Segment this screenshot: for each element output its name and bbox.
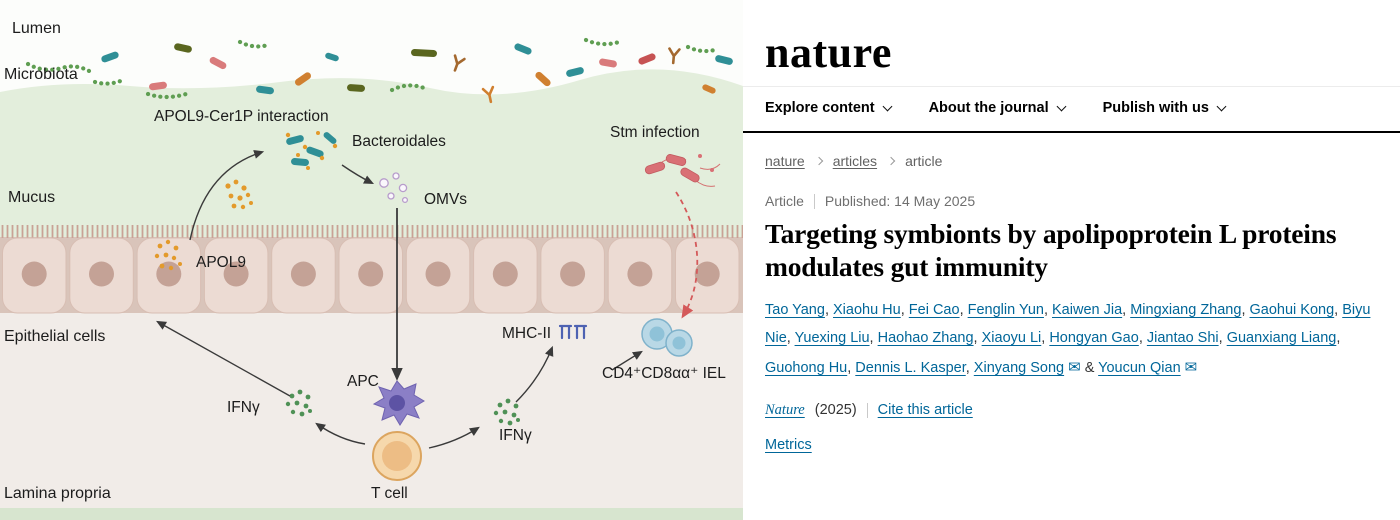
microbiota-band (25, 37, 733, 104)
cite-row: Nature (2025) Cite this article (765, 402, 1376, 419)
author-separator: , (959, 302, 968, 319)
author-separator: , (1122, 302, 1131, 319)
nav-label: Publish with us (1102, 100, 1209, 117)
stm-invasion-arrow (675, 191, 699, 319)
author-link[interactable]: Fenglin Yun (967, 302, 1044, 319)
site-panel: nature Explore content About the journal… (743, 0, 1400, 520)
email-icon[interactable]: ✉ (1068, 358, 1081, 376)
author-link[interactable]: Dennis L. Kasper (855, 359, 966, 376)
author-separator: , (1041, 330, 1050, 347)
article-type: Article (765, 193, 804, 210)
journal-link[interactable]: Nature (765, 401, 805, 418)
chevron-right-icon (886, 156, 896, 166)
omv-cluster (379, 172, 409, 204)
author-link[interactable]: Guanxiang Liang (1226, 330, 1337, 347)
ifng-cluster-left (285, 389, 312, 417)
author-separator: , (1336, 330, 1341, 347)
metrics-link[interactable]: Metrics (765, 436, 812, 453)
nav-publish-with-us[interactable]: Publish with us (1102, 100, 1227, 117)
author-link[interactable]: Tao Yang (765, 302, 825, 319)
apol9-dots (154, 239, 182, 271)
author-link[interactable]: Hongyan Gao (1049, 330, 1139, 347)
author-separator: , (900, 302, 909, 319)
author-separator: , (824, 302, 833, 319)
apc-cell (372, 380, 425, 426)
author-separator: , (1334, 302, 1343, 319)
author-link[interactable]: Jiantao Shi (1146, 330, 1219, 347)
bottom-strip (0, 508, 743, 520)
epithelial-cells (2, 237, 740, 314)
nav-explore-content[interactable]: Explore content (765, 100, 893, 117)
author-link[interactable]: Xiaoyu Li (981, 330, 1042, 347)
author-link[interactable]: Xinyang Song (973, 359, 1065, 376)
author-separator: , (1218, 330, 1227, 347)
breadcrumb-articles[interactable]: articles (832, 153, 878, 170)
author-separator: , (786, 330, 795, 347)
author-separator: , (1241, 302, 1250, 319)
author-list: Tao Yang, Xiaohu Hu, Fei Cao, Fenglin Yu… (765, 296, 1376, 382)
email-icon[interactable]: ✉ (1184, 358, 1198, 376)
mhc2-icons (558, 324, 588, 340)
iel-cell (641, 318, 693, 357)
chevron-down-icon (1216, 101, 1227, 112)
apol9-cer1p-dots (225, 179, 253, 210)
published-date: Published: 14 May 2025 (824, 193, 976, 210)
author-link[interactable]: Gaohui Kong (1249, 302, 1335, 319)
nav-label: Explore content (765, 100, 875, 117)
author-link[interactable]: Haohao Zhang (877, 330, 974, 347)
chevron-right-icon (814, 156, 823, 166)
chevron-down-icon (1056, 101, 1067, 112)
author-link[interactable]: Youcun Qian (1098, 359, 1181, 376)
cite-this-article-link[interactable]: Cite this article (877, 402, 973, 419)
author-link[interactable]: Kaiwen Jia (1052, 302, 1123, 319)
t-cell (372, 431, 422, 481)
article-title: Targeting symbionts by apolipoprotein L … (765, 218, 1337, 282)
author-separator: , (869, 330, 878, 347)
site-nav: Explore content About the journal Publis… (743, 87, 1400, 134)
author-separator: , (965, 359, 974, 376)
divider (813, 193, 815, 209)
site-header: nature (743, 0, 1400, 88)
author-separator: , (1043, 302, 1053, 319)
breadcrumb: nature articles article (765, 153, 1376, 169)
author-separator: , (1138, 330, 1147, 347)
figure-panel: Lumen Microbiota APOL9-Cer1P interaction… (0, 20, 743, 520)
stm-bacteria (644, 154, 721, 187)
ifng-cluster-right (493, 398, 520, 426)
figure-arrows (156, 150, 643, 449)
bacteroidales-cluster (285, 131, 338, 170)
author-link[interactable]: Biyu Nie (765, 302, 1371, 347)
nav-label: About the journal (928, 100, 1049, 117)
author-separator: & (1080, 359, 1099, 376)
chevron-down-icon (882, 101, 893, 112)
brush-border (0, 225, 743, 238)
breadcrumb-article: article (905, 153, 943, 170)
figure-canvas (0, 37, 743, 520)
author-link[interactable]: Guohong Hu (765, 359, 848, 376)
author-link[interactable]: Yuexing Liu (794, 330, 870, 347)
author-separator: , (973, 330, 982, 347)
journal-year: (2025) (814, 402, 857, 419)
nature-logo[interactable]: nature (765, 28, 892, 77)
author-link[interactable]: Mingxiang Zhang (1130, 302, 1242, 319)
divider (866, 402, 868, 418)
author-link[interactable]: Xiaohu Hu (833, 302, 901, 319)
lamina-propria-region (0, 313, 743, 520)
author-separator: , (847, 359, 856, 376)
nav-about-the-journal[interactable]: About the journal (928, 100, 1067, 117)
article-meta: Article Published: 14 May 2025 (765, 193, 1376, 209)
article-content: nature articles article Article Publishe… (743, 133, 1400, 454)
mucus-region (0, 69, 743, 240)
breadcrumb-nature[interactable]: nature (765, 153, 805, 170)
author-link[interactable]: Fei Cao (908, 302, 960, 319)
